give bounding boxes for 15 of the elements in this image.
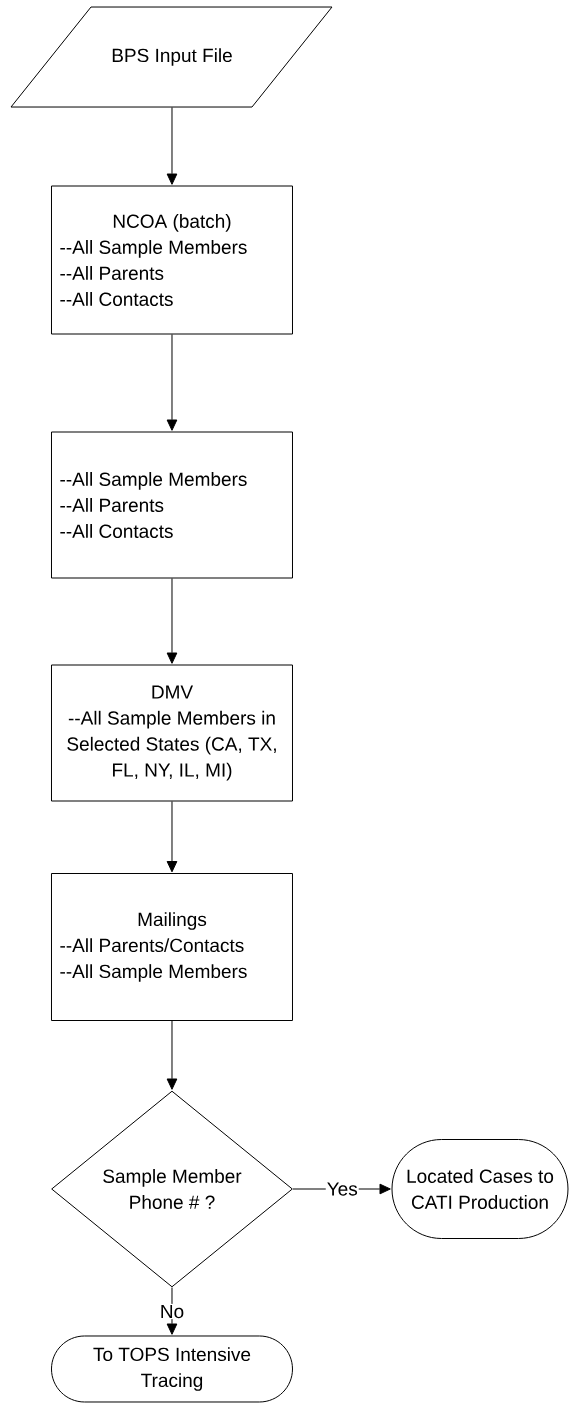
edge-label: Yes [325,1181,359,1197]
arrow [166,578,178,664]
process-box: DMV --All Sample Members in Selected States (CA, TX, FL, NY, IL, MI) [51,664,293,802]
arrow [166,1020,178,1090]
arrow [166,107,178,185]
process-box: --All Sample Members --All Parents --All Contacts [51,431,293,579]
terminator-box: Located Cases to CATI Production [391,1139,569,1239]
arrow [166,801,178,873]
input-parallelogram: BPS Input File [10,6,333,108]
process-box: Mailings --All Parents/Contacts --All Sample Members [51,873,293,1021]
terminator-box: To TOPS Intensive Tracing [51,1335,293,1403]
edge-label: No [158,1303,186,1320]
arrow [166,1287,178,1335]
process-box: NCOA (batch) --All Sample Members --All Parents --All Contacts [51,185,293,335]
arrow [166,334,178,431]
